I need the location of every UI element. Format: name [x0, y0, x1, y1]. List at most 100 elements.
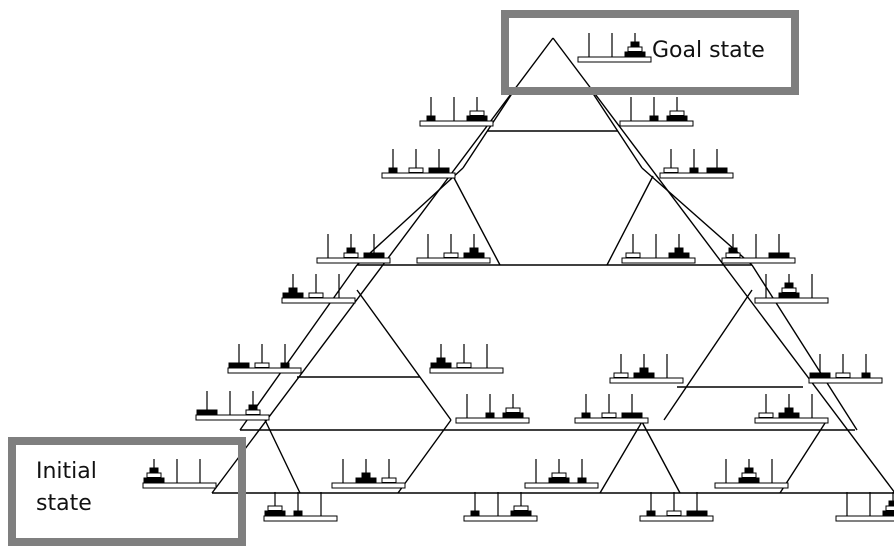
hanoi-disk-medium	[725, 252, 741, 258]
hanoi-disk-large	[228, 362, 250, 368]
hanoi-disk-small	[649, 115, 659, 121]
hanoi-disk-medium	[625, 252, 641, 258]
hanoi-disk-large	[778, 292, 800, 298]
hanoi-disk-small	[346, 247, 356, 253]
hanoi-state	[754, 274, 829, 304]
hanoi-base	[227, 367, 302, 374]
hanoi-disk-small	[888, 500, 894, 506]
hanoi-base	[835, 515, 894, 522]
hanoi-disk-medium	[601, 412, 617, 418]
hanoi-state	[659, 149, 734, 179]
hanoi-state	[754, 394, 829, 424]
hanoi-disk-medium	[781, 287, 797, 293]
hanoi-state	[263, 492, 338, 522]
hanoi-disk-large	[196, 409, 218, 415]
hanoi-disk-large	[143, 477, 165, 483]
hanoi-base	[609, 377, 684, 384]
hanoi-disk-large	[738, 477, 760, 483]
hanoi-disk-large	[355, 477, 377, 483]
graph-edge	[663, 289, 753, 421]
hanoi-base	[142, 482, 217, 489]
hanoi-disk-medium	[885, 505, 894, 511]
hanoi-disk-medium	[669, 110, 685, 116]
hanoi-state	[835, 492, 894, 522]
hanoi-base	[331, 482, 406, 489]
hanoi-state	[721, 234, 796, 264]
hanoi-disk-small	[861, 372, 871, 378]
hanoi-disk-medium	[146, 472, 162, 478]
hanoi-state	[195, 391, 270, 421]
hanoi-state	[574, 394, 649, 424]
hanoi-disk-large	[430, 362, 452, 368]
graph-edge	[356, 167, 464, 266]
hanoi-disk-medium	[245, 409, 261, 415]
hanoi-disk-large	[548, 477, 570, 483]
hanoi-disk-medium	[613, 372, 629, 378]
graph-edge	[462, 91, 514, 169]
hanoi-disk-medium	[627, 46, 643, 52]
hanoi-disk-small	[436, 357, 446, 363]
hanoi-disk-medium	[663, 167, 679, 173]
hanoi-state	[281, 274, 356, 304]
graph-edge	[640, 419, 681, 494]
hanoi-disk-large	[466, 115, 488, 121]
graph-edge	[452, 175, 501, 266]
hanoi-disk-medium	[408, 167, 424, 173]
hanoi-base	[619, 120, 694, 127]
hanoi-disk-medium	[835, 372, 851, 378]
hanoi-state	[639, 492, 714, 522]
hanoi-state	[808, 354, 883, 384]
hanoi-disk-large	[668, 252, 690, 258]
hanoi-base	[416, 257, 491, 264]
hanoi-disk-small	[646, 510, 656, 516]
hanoi-base	[524, 482, 599, 489]
hanoi-disk-large	[809, 372, 831, 378]
hanoi-disk-small	[248, 404, 258, 410]
hanoi-disk-medium	[443, 252, 459, 258]
hanoi-disk-large	[706, 167, 728, 173]
hanoi-disk-small	[280, 362, 290, 368]
initial-state-label-line1: Initial	[36, 459, 97, 484]
hanoi-disk-large	[282, 292, 304, 298]
hanoi-disk-medium	[505, 407, 521, 413]
hanoi-state	[609, 354, 684, 384]
graph-edge	[779, 419, 828, 494]
hanoi-disk-small	[784, 282, 794, 288]
hanoi-disk-large	[264, 510, 286, 516]
hanoi-state	[619, 97, 694, 127]
hanoi-disk-large	[502, 412, 524, 418]
graph-edge	[239, 264, 358, 431]
goal-state-callout-box	[501, 10, 799, 95]
hanoi-disk-medium	[758, 412, 774, 418]
hanoi-base	[577, 56, 652, 63]
hanoi-disk-small	[288, 287, 298, 293]
hanoi-state	[316, 234, 391, 264]
hanoi-base	[754, 417, 829, 424]
state-icons	[142, 33, 894, 522]
hanoi-base	[714, 482, 789, 489]
hanoi-base	[429, 367, 504, 374]
hanoi-disk-small	[470, 510, 480, 516]
hanoi-state	[142, 459, 217, 489]
initial-state-label-line2: state	[36, 491, 92, 516]
hanoi-disk-small	[361, 472, 371, 478]
graph-edge	[751, 264, 858, 431]
hanoi-disk-small	[469, 247, 479, 253]
hanoi-disk-large	[768, 252, 790, 258]
hanoi-disk-large	[633, 372, 655, 378]
hanoi-disk-large	[624, 51, 646, 57]
goal-state-label: Goal state	[652, 38, 765, 63]
hanoi-state	[331, 459, 406, 489]
hanoi-disk-medium	[551, 472, 567, 478]
hanoi-disk-large	[666, 115, 688, 121]
hanoi-base	[281, 297, 356, 304]
hanoi-disk-small	[639, 367, 649, 373]
hanoi-base	[659, 172, 734, 179]
hanoi-disk-small	[149, 467, 159, 473]
hanoi-disk-large	[428, 167, 450, 173]
hanoi-disk-medium	[254, 362, 270, 368]
hanoi-disk-small	[744, 467, 754, 473]
hanoi-disk-small	[577, 477, 587, 483]
hanoi-state	[524, 459, 599, 489]
